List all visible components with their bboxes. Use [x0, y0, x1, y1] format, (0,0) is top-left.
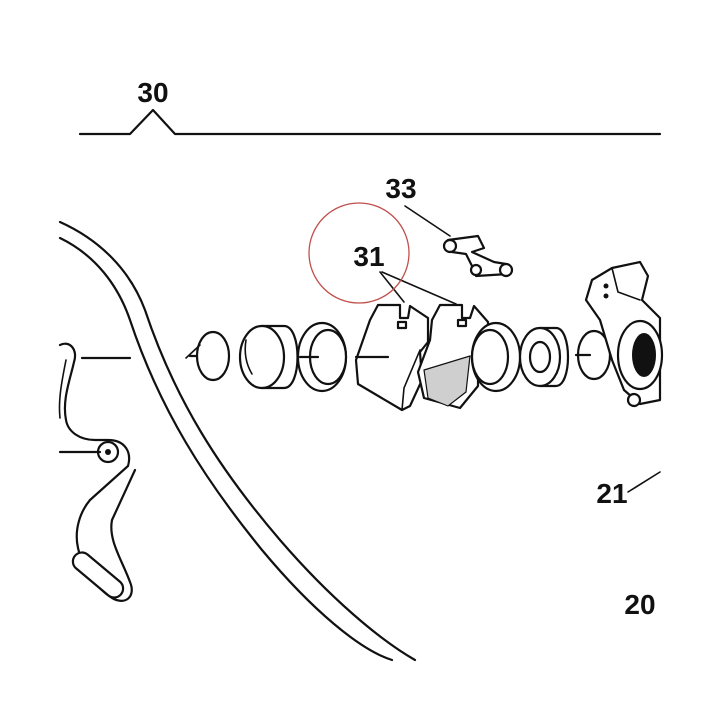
caliper-body: [584, 260, 664, 408]
callout-31: 31: [353, 241, 384, 272]
leader-21: [627, 471, 661, 493]
leader-31b: [381, 271, 457, 305]
brake-pad-1: [354, 303, 430, 412]
seal-ring-right: [470, 321, 522, 393]
callout-20: 20: [624, 589, 655, 620]
leader-31a: [379, 271, 405, 303]
leader-33: [404, 205, 451, 237]
pivot-dot: [105, 449, 111, 455]
caliper-bore: [632, 333, 656, 377]
piston-right: [518, 326, 570, 388]
friction-material: [423, 355, 471, 407]
parts-row: [185, 234, 664, 412]
leader-lines: [379, 205, 661, 493]
arm-slot: [71, 551, 125, 599]
brake-pad-2: [416, 303, 490, 410]
frame-outline: [58, 220, 417, 662]
lever-arm: [58, 342, 137, 602]
highlight-circle: [308, 202, 410, 304]
seal-ring-left: [296, 321, 348, 393]
piston: [238, 324, 299, 390]
retaining-clip: [442, 234, 514, 278]
callout-33: 33: [385, 173, 416, 204]
assembly-bracket-30: [78, 108, 662, 136]
callout-30: 30: [137, 77, 168, 108]
callout-21: 21: [596, 478, 627, 509]
snap-ring-left: [185, 330, 231, 382]
